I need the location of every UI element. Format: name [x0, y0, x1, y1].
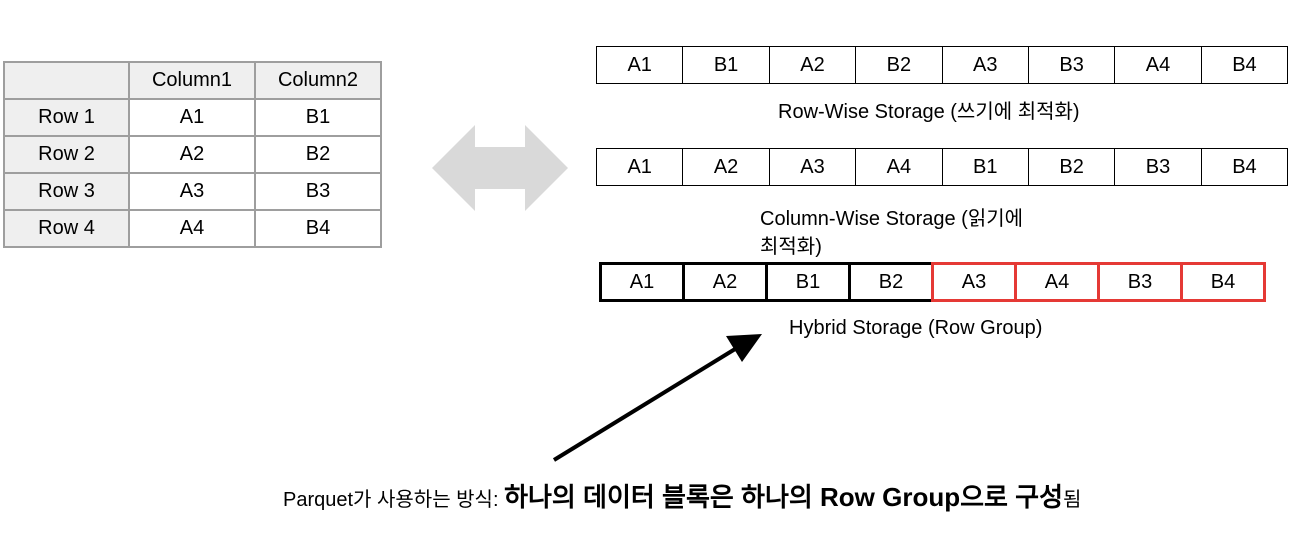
storage-cell: B4 — [1201, 148, 1289, 186]
source-table: Column1 Column2 Row 1 A1 B1 Row 2 A2 B2 … — [3, 61, 382, 248]
double-arrow-icon — [432, 125, 568, 211]
table-cell: B1 — [254, 98, 382, 137]
storage-cell: B1 — [942, 148, 1029, 186]
table-header-row: Column1 Column2 — [3, 61, 382, 100]
row-header: Row 4 — [3, 209, 130, 248]
column-wise-strip: A1 A2 A3 A4 B1 B2 B3 B4 — [596, 148, 1289, 186]
hybrid-caption: Hybrid Storage (Row Group) — [789, 317, 1043, 339]
parquet-note: Parquet가 사용하는 방식: 하나의 데이터 블록은 하나의 Row Gr… — [283, 480, 1183, 519]
row-header: Row 3 — [3, 172, 130, 211]
note-ending: 됨 — [1063, 489, 1082, 511]
table-row: Row 2 A2 B2 — [3, 135, 382, 174]
storage-cell: B4 — [1201, 46, 1289, 84]
row-header: Row 2 — [3, 135, 130, 174]
row-group-1-cell: A2 — [682, 262, 768, 302]
row-wise-strip: A1 B1 A2 B2 A3 B3 A4 B4 — [596, 46, 1289, 84]
storage-cell: B3 — [1028, 46, 1116, 84]
table-cell: A1 — [128, 98, 256, 137]
table-cell: B3 — [254, 172, 382, 211]
hybrid-strip: A1 A2 B1 B2 A3 A4 B3 B4 — [599, 262, 1266, 302]
table-row: Row 4 A4 B4 — [3, 209, 382, 248]
storage-cell: B1 — [683, 46, 770, 84]
row-header: Row 1 — [3, 98, 130, 137]
storage-cell: A1 — [597, 148, 684, 186]
row-group-2-cell: A3 — [931, 262, 1017, 302]
row-group-1-cell: B2 — [848, 262, 934, 302]
storage-cell: A4 — [1115, 46, 1202, 84]
storage-cell: A2 — [769, 46, 857, 84]
column-wise-caption-line2: 최적화) — [760, 236, 822, 258]
row-group-2-cell: B4 — [1180, 262, 1266, 302]
storage-cell: B3 — [1115, 148, 1202, 186]
note-emphasis: 하나의 데이터 블록은 하나의 Row Group으로 구성 — [504, 482, 1064, 512]
column-wise-caption-line1: Column-Wise Storage (읽기에 — [760, 208, 1024, 230]
row-group-2-cell: A4 — [1014, 262, 1100, 302]
column-header: Column2 — [254, 61, 382, 100]
table-cell: B4 — [254, 209, 382, 248]
storage-cell: A3 — [769, 148, 857, 186]
note-intro: Parquet가 사용하는 방식: — [283, 489, 505, 511]
storage-cell: A4 — [856, 148, 943, 186]
column-header: Column1 — [128, 61, 256, 100]
table-cell: B2 — [254, 135, 382, 174]
table-cell: A3 — [128, 172, 256, 211]
table-cell: A4 — [128, 209, 256, 248]
table-corner-cell — [3, 61, 130, 100]
row-group-1-cell: A1 — [599, 262, 685, 302]
table-cell: A2 — [128, 135, 256, 174]
row-group-2-cell: B3 — [1097, 262, 1183, 302]
table-row: Row 3 A3 B3 — [3, 172, 382, 211]
pointer-arrow-icon — [552, 334, 762, 462]
storage-cell: A3 — [942, 46, 1029, 84]
storage-cell: A2 — [683, 148, 770, 186]
row-wise-caption: Row-Wise Storage (쓰기에 최적화) — [778, 101, 1080, 123]
storage-cell: B2 — [1028, 148, 1116, 186]
storage-cell: A1 — [597, 46, 684, 84]
storage-cell: B2 — [856, 46, 943, 84]
row-group-1-cell: B1 — [765, 262, 851, 302]
table-row: Row 1 A1 B1 — [3, 98, 382, 137]
